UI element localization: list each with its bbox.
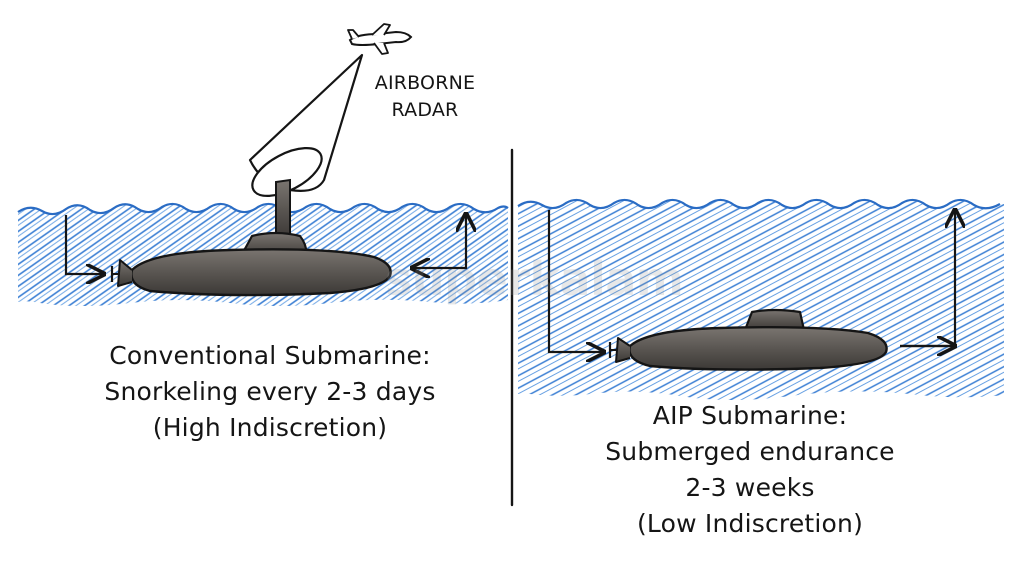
conventional-caption-note: (High Indiscretion) — [152, 413, 388, 442]
conventional-caption: Conventional Submarine: Snorkeling every… — [90, 338, 450, 446]
aip-caption-title: AIP Submarine: — [652, 401, 848, 430]
conventional-submarine — [110, 178, 392, 297]
aip-caption: AIP Submarine: Submerged endurance 2-3 w… — [590, 398, 910, 542]
radar-label: AIRBORNE RADAR — [360, 70, 490, 124]
right-dive-arrow — [547, 210, 604, 352]
radar-beam — [248, 53, 364, 197]
left-dive-arrow — [64, 215, 104, 274]
airplane-icon — [347, 23, 413, 55]
left-surface-arrow — [412, 214, 466, 268]
radar-label-line1: AIRBORNE — [374, 72, 476, 94]
watermark: superkalam — [385, 252, 684, 306]
conventional-caption-detail: Snorkeling every 2-3 days — [104, 377, 436, 406]
conventional-caption-title: Conventional Submarine: — [109, 341, 431, 370]
radar-label-line2: RADAR — [391, 99, 459, 121]
aip-caption-detail: Submerged endurance — [605, 437, 895, 466]
aip-caption-duration: 2-3 weeks — [685, 473, 815, 502]
aip-caption-note: (Low Indiscretion) — [636, 509, 864, 538]
aip-submarine — [608, 308, 888, 371]
